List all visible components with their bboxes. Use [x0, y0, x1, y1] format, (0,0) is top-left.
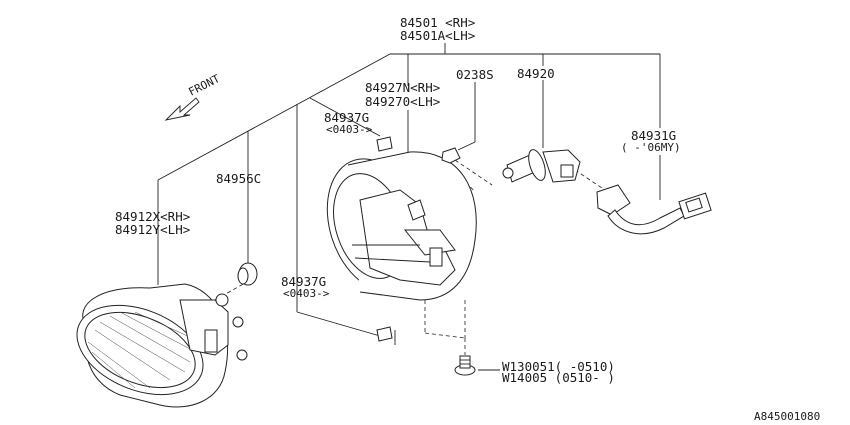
label-lens-lh: 84912Y<LH> [115, 222, 190, 237]
leader-lines [157, 43, 661, 371]
label-socket: 84956C [216, 171, 261, 186]
label-screw-2: W14005 (0510- ) [502, 370, 615, 385]
label-grommet-top: 84937G [324, 110, 369, 125]
bulb-part [502, 149, 581, 183]
grommet-top [376, 136, 393, 152]
label-harness: 84931G [631, 128, 676, 143]
harness-part [596, 184, 712, 235]
diagram-id: A845001080 [754, 410, 820, 423]
grommet-bottom [376, 326, 393, 342]
front-label: FRONT [186, 72, 222, 99]
socket-part [237, 262, 258, 286]
label-screw-1: W130051( -0510) [502, 359, 615, 374]
label-clip: 0238S [456, 67, 494, 82]
label-bulb: 84920 [517, 66, 555, 81]
fog-lamp-lens [76, 283, 248, 408]
label-lens-rh: 84912X<RH> [115, 209, 190, 224]
part-labels: 84501 <RH> 84501A<LH> 84927N<RH> 849270<… [115, 15, 820, 423]
label-grommet-top-date: <0403-> [326, 123, 373, 136]
label-harness-date: ( -'06MY) [621, 141, 681, 154]
front-arrow-icon: FRONT [164, 72, 222, 121]
cover-bracket [326, 151, 477, 301]
label-housing-rh: 84501 <RH> [400, 15, 475, 30]
label-housing-lh: 84501A<LH> [400, 28, 475, 43]
screw-part [454, 355, 476, 376]
label-cover-rh: 84927N<RH> [365, 80, 440, 95]
clip-part [441, 147, 461, 164]
label-cover-lh: 849270<LH> [365, 94, 440, 109]
label-grommet-bottom-date: <0403-> [283, 287, 330, 300]
assembly-lines [214, 159, 603, 355]
label-grommet-bottom: 84937G [281, 274, 326, 289]
